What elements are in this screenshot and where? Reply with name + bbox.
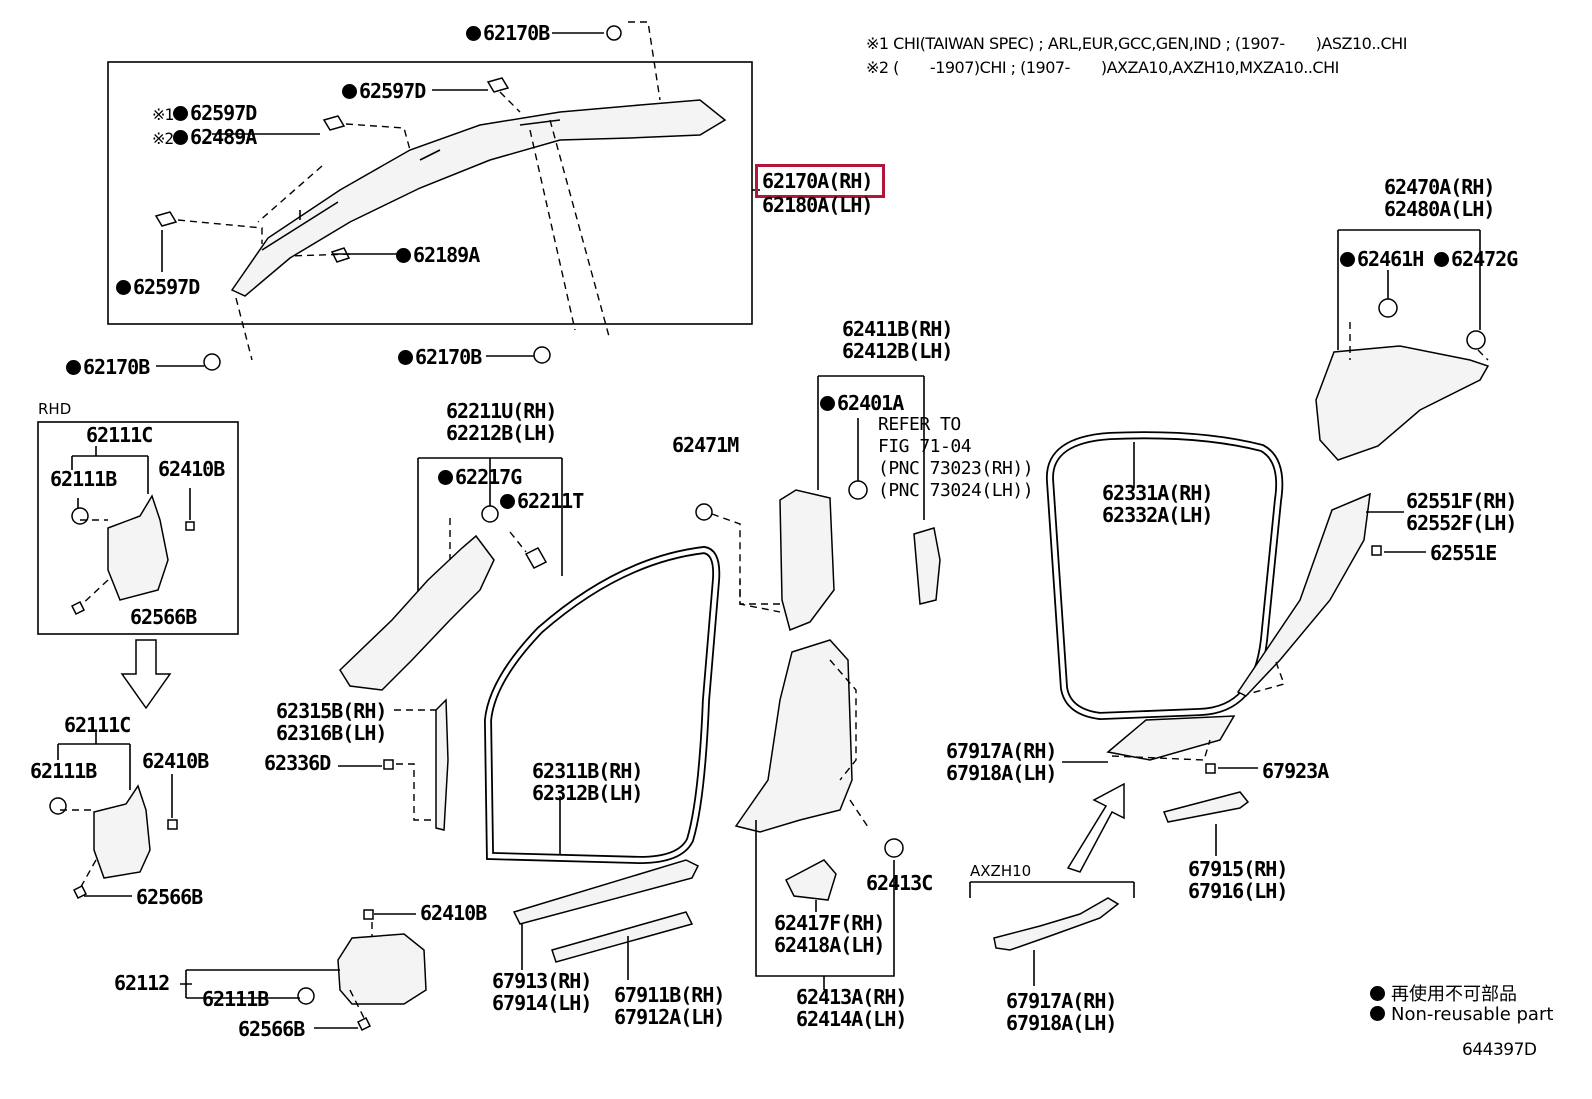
part-label-62180a[interactable]: 62180A(LH)	[762, 193, 873, 217]
non-reusable-dot-icon	[342, 84, 357, 99]
part-label-62410b-c[interactable]: 62410B	[420, 901, 487, 925]
part-label-62412b[interactable]: 62412B(LH)	[842, 339, 953, 363]
part-label-62315b[interactable]: 62315B(RH)	[276, 699, 387, 723]
part-label-62112[interactable]: 62112	[114, 971, 170, 995]
assembly-frame	[107, 61, 753, 325]
part-label-62410b-b[interactable]: 62410B	[142, 749, 209, 773]
part-label-62471m[interactable]: 62471M	[672, 433, 739, 457]
part-label-62413a[interactable]: 62413A(RH)	[796, 985, 907, 1009]
part-label-62414a[interactable]: 62414A(LH)	[796, 1007, 907, 1031]
part-label-62551e[interactable]: 62551E	[1430, 541, 1497, 565]
part-label-62418a[interactable]: 62418A(LH)	[774, 933, 885, 957]
part-label-62111c-b[interactable]: 62111C	[64, 713, 131, 737]
non-reusable-dot-icon	[1340, 252, 1355, 267]
b-pillar-upper	[779, 489, 835, 632]
highlighted-part-frame	[755, 164, 885, 198]
part-label-62217g[interactable]: 62217G	[438, 466, 522, 488]
part-label-67917a-low[interactable]: 67917A(RH)	[1006, 989, 1117, 1013]
part-label-62212b[interactable]: 62212B(LH)	[446, 421, 557, 445]
part-label-62111b-b[interactable]: 62111B	[30, 759, 97, 783]
part-label-62332a[interactable]: 62332A(LH)	[1102, 503, 1213, 527]
door-seal-front	[483, 545, 721, 865]
part-label-62170b-left[interactable]: 62170B	[66, 356, 150, 378]
axzh10-tag: AXZH10	[970, 862, 1032, 880]
part-label-62211u[interactable]: 62211U(RH)	[446, 399, 557, 423]
part-label-62411b[interactable]: 62411B(RH)	[842, 317, 953, 341]
non-reusable-dot-icon	[116, 280, 131, 295]
part-label-62461h[interactable]: 62461H	[1340, 248, 1424, 270]
part-label-62111b-a[interactable]: 62111B	[50, 467, 117, 491]
part-label-62211t[interactable]: 62211T	[500, 490, 584, 512]
non-reusable-dot-icon	[1370, 1006, 1385, 1021]
part-label-67918a-low[interactable]: 67918A(LH)	[1006, 1011, 1117, 1035]
non-reusable-dot-icon	[1434, 252, 1449, 267]
part-label-62566b-b[interactable]: 62566B	[136, 885, 203, 909]
part-label-67912a[interactable]: 67912A(LH)	[614, 1005, 725, 1029]
reference-note[interactable]: REFER TO FIG 71-04 (PNC 73023(RH)) (PNC …	[878, 414, 1034, 501]
part-label-62170b-top[interactable]: 62170B	[466, 22, 550, 44]
part-label-62470a[interactable]: 62470A(RH)	[1384, 175, 1495, 199]
part-label-62480a[interactable]: 62480A(LH)	[1384, 197, 1495, 221]
non-reusable-dot-icon	[173, 130, 189, 145]
part-label-62413c[interactable]: 62413C	[866, 871, 933, 895]
part-label-62170b-mid[interactable]: 62170B	[398, 346, 482, 368]
part-label-62336d[interactable]: 62336D	[264, 751, 331, 775]
non-reusable-dot-icon	[396, 248, 411, 263]
part-label-62472g[interactable]: 62472G	[1434, 248, 1518, 270]
part-label-62331a[interactable]: 62331A(RH)	[1102, 481, 1213, 505]
part-label-67911b[interactable]: 67911B(RH)	[614, 983, 725, 1007]
applicability-note-2: ※2 ( -1907)CHI ; (1907- )AXZA10,AXZH10,M…	[866, 58, 1339, 77]
non-reusable-dot-icon	[1370, 986, 1385, 1001]
non-reusable-dot-icon	[398, 350, 413, 365]
non-reusable-dot-icon	[438, 470, 453, 485]
part-label-62551f[interactable]: 62551F(RH)	[1406, 489, 1517, 513]
rhd-tag: RHD	[38, 400, 72, 418]
rear-quarter-trim	[1315, 345, 1490, 461]
part-label-62597d-top[interactable]: 62597D	[342, 80, 426, 102]
non-reusable-dot-icon	[820, 396, 835, 411]
part-label-62189a[interactable]: 62189A	[396, 244, 480, 266]
part-label-62566b-a[interactable]: 62566B	[130, 605, 197, 629]
non-reusable-dot-icon	[466, 26, 481, 41]
part-label-67918a-mid[interactable]: 67918A(LH)	[946, 761, 1057, 785]
part-label-62552f[interactable]: 62552F(LH)	[1406, 511, 1517, 535]
door-seal-rear	[1045, 431, 1284, 721]
part-label-67916[interactable]: 67916(LH)	[1188, 879, 1288, 903]
part-label-62566b-c[interactable]: 62566B	[238, 1017, 305, 1041]
non-reusable-dot-icon	[173, 106, 189, 121]
non-reusable-dot-icon	[500, 494, 515, 509]
part-label-62311b[interactable]: 62311B(RH)	[532, 759, 643, 783]
part-label-62170a[interactable]: 62170A(RH)	[762, 169, 873, 193]
part-label-62111c-a[interactable]: 62111C	[86, 423, 153, 447]
non-reusable-dot-icon	[66, 360, 81, 375]
part-label-62316b[interactable]: 62316B(LH)	[276, 721, 387, 745]
front-pillar-lower	[339, 534, 495, 691]
clip-top	[606, 25, 622, 41]
part-label-62597d-low[interactable]: 62597D	[116, 276, 200, 298]
part-label-62417f[interactable]: 62417F(RH)	[774, 911, 885, 935]
part-label-67913[interactable]: 67913(RH)	[492, 969, 592, 993]
part-label-67914[interactable]: 67914(LH)	[492, 991, 592, 1015]
part-label-62312b[interactable]: 62312B(LH)	[532, 781, 643, 805]
a-pillar-garnish	[230, 99, 727, 297]
part-label-67923a[interactable]: 67923A	[1262, 759, 1329, 783]
part-label-67917a-mid[interactable]: 67917A(RH)	[946, 739, 1057, 763]
legend-jp: 再使用不可部品	[1370, 980, 1517, 1006]
part-label-67915[interactable]: 67915(RH)	[1188, 857, 1288, 881]
part-label-62111b-c[interactable]: 62111B	[202, 987, 269, 1011]
figure-id: 644397D	[1462, 1040, 1537, 1060]
part-label-62410b-a[interactable]: 62410B	[158, 457, 225, 481]
part-label-62401a[interactable]: 62401A	[820, 392, 904, 414]
b-pillar-lower	[734, 639, 853, 833]
applicability-note-1: ※1 CHI(TAIWAN SPEC) ; ARL,EUR,GCC,GEN,IN…	[866, 34, 1407, 53]
legend-en: Non-reusable part	[1370, 1004, 1553, 1025]
